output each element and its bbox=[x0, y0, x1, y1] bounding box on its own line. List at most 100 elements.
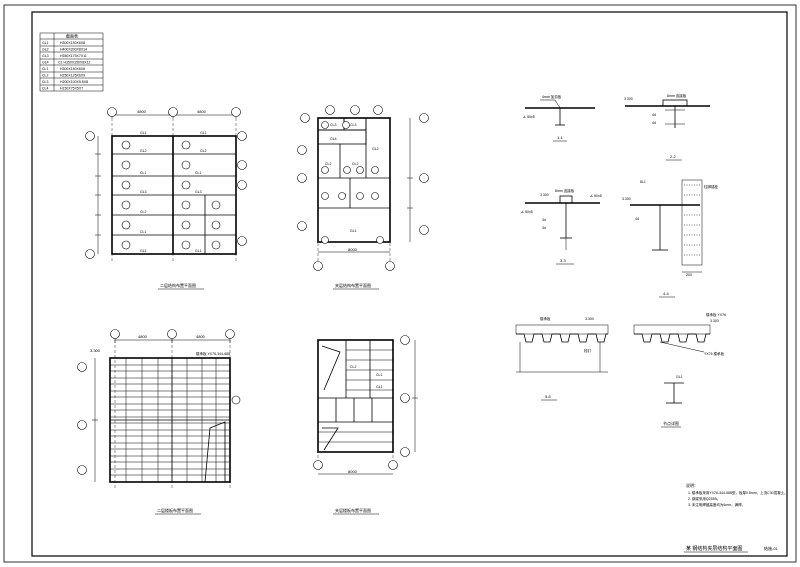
plan-second-floor-structure: 4800 4800 GL1 GL1 GL2 GL2 CL1 CL1 GL3 GL… bbox=[85, 107, 247, 290]
sheet-inner-frame bbox=[31, 11, 788, 557]
plan2-title: 夹层结构布置平面图 bbox=[335, 282, 371, 288]
svg-text:栓钉: 栓钉 bbox=[584, 348, 592, 353]
s22-title: 2-2 bbox=[670, 154, 677, 159]
svg-text:CL2: CL2 bbox=[350, 365, 356, 369]
table-code: GL3 bbox=[42, 54, 49, 58]
svg-text:GL3: GL3 bbox=[140, 190, 147, 194]
svg-text:GL1: GL1 bbox=[200, 131, 207, 135]
s55-title: 5-5 bbox=[545, 394, 552, 399]
plan1-dim-left: 4800 bbox=[137, 109, 147, 114]
svg-text:∠ 50x5: ∠ 50x5 bbox=[521, 210, 533, 214]
s55-label: 楼承板 bbox=[540, 316, 551, 321]
table-spec: H300X150X6X8 bbox=[60, 67, 85, 71]
svg-text:3.300: 3.300 bbox=[90, 348, 101, 353]
detail-section-3-3: 3.300 8mm 连接板 ∠ 50x5 ∠ 50x5 4d 4d 3-3 bbox=[521, 188, 602, 265]
svg-text:GL1: GL1 bbox=[676, 375, 683, 379]
table-code: CL4 bbox=[42, 87, 48, 91]
svg-text:4d: 4d bbox=[542, 226, 546, 230]
table-code: GL2 bbox=[42, 48, 49, 52]
table-code: CL1 bbox=[42, 67, 48, 71]
svg-text:4d: 4d bbox=[652, 121, 656, 125]
plan2-dim: 8000 bbox=[348, 247, 358, 252]
table-spec: H250X125X6X9 bbox=[60, 74, 85, 78]
svg-text:4d: 4d bbox=[652, 113, 656, 117]
sheet-border bbox=[3, 4, 797, 563]
svg-text:YX76 楼承板: YX76 楼承板 bbox=[704, 351, 725, 356]
sheet-number: 结施-01 bbox=[764, 545, 779, 551]
svg-text:GL1: GL1 bbox=[350, 229, 357, 233]
plan-mezzanine-deck: CL2 CL1 GL1 8000 夹层楼板布置平面图 bbox=[313, 335, 418, 515]
title-block: 某 钢结构夹层结构平面图 结施-01 bbox=[684, 545, 779, 553]
table-spec: H400X200X8X14 bbox=[60, 48, 87, 52]
section-table-header: 截面表 bbox=[66, 33, 78, 39]
section-table: 截面表 GL1 H300X150X6X8 GL2 H400X200X8X14 G… bbox=[39, 33, 104, 92]
svg-text:8L1: 8L1 bbox=[640, 180, 646, 184]
notes-heading: 说明： bbox=[686, 482, 698, 488]
svg-text:GL3: GL3 bbox=[195, 190, 202, 194]
plan-mezzanine-structure: CL3 CL3 GL4 CL2 CL2 GL2 CL1 GL1 8000 bbox=[297, 105, 429, 290]
svg-text:CL1: CL1 bbox=[140, 171, 146, 175]
s11-label: 4mm 加劲板 bbox=[542, 94, 562, 99]
svg-text:CL1: CL1 bbox=[195, 171, 201, 175]
drawing-title: 某 钢结构夹层结构平面图 bbox=[686, 545, 742, 552]
s33-label: 8mm 连接板 bbox=[555, 188, 575, 193]
s77-title: 节点详图 bbox=[663, 420, 679, 426]
s44-elev: 3.300 bbox=[622, 197, 631, 201]
svg-text:CL1: CL1 bbox=[140, 230, 146, 234]
plan1-title: 二层结构布置平面图 bbox=[160, 282, 196, 288]
detail-section-2-2: 3.300 8mm 连接板 4d 4d 2-2 bbox=[624, 93, 710, 161]
plan3-dim-right: 4800 bbox=[196, 334, 206, 339]
svg-text:GL1: GL1 bbox=[376, 385, 383, 389]
svg-text:∠ 50x5: ∠ 50x5 bbox=[590, 194, 602, 198]
svg-text:4d: 4d bbox=[542, 218, 546, 222]
table-spec: C1 H350X150X8X12 bbox=[58, 61, 91, 65]
s44-title: 4-4 bbox=[663, 291, 670, 296]
plan3-title: 二层楼板布置平面图 bbox=[157, 507, 193, 513]
svg-text:∠ 50x5: ∠ 50x5 bbox=[523, 115, 535, 119]
svg-text:GL1: GL1 bbox=[140, 131, 147, 135]
detail-section-1-1: 4mm 加劲板 ∠ 50x5 1-1 bbox=[523, 94, 595, 142]
table-spec: H150X75X5X7 bbox=[60, 87, 83, 91]
svg-text:CL3: CL3 bbox=[330, 123, 336, 127]
svg-text:4d: 4d bbox=[635, 217, 639, 221]
svg-text:GL2: GL2 bbox=[140, 149, 147, 153]
table-spec: H350X175X7X11 bbox=[60, 54, 87, 58]
notes-line: 2. 钢梁采用Q235B。 bbox=[688, 496, 720, 501]
plan4-dim: 8000 bbox=[348, 469, 358, 474]
general-notes: 说明： 1. 楼承板采用YX76-344-688型，板厚0.8mm，上浇C30混… bbox=[686, 482, 788, 507]
notes-line: 1. 楼承板采用YX76-344-688型，板厚0.8mm，上浇C30混凝土。 bbox=[688, 490, 788, 495]
plan1-dim-right: 4800 bbox=[197, 109, 207, 114]
svg-text:GL1: GL1 bbox=[140, 249, 147, 253]
svg-text:GL1: GL1 bbox=[195, 249, 202, 253]
s33-elev: 3.300 bbox=[540, 193, 549, 197]
table-spec: H300X150X6X8 bbox=[60, 41, 85, 45]
s11-title: 1-1 bbox=[557, 135, 564, 140]
svg-text:GL2: GL2 bbox=[372, 147, 379, 151]
notes-line: 3. 未注明焊缝高度均为6mm，满焊。 bbox=[688, 502, 745, 507]
plan3-note: 楼承板 YX76-344-688 bbox=[196, 351, 230, 356]
table-code: CL2 bbox=[42, 74, 48, 78]
table-spec: H200X100X5.5X8 bbox=[60, 80, 88, 84]
svg-text:CL3: CL3 bbox=[350, 123, 356, 127]
plan3-dim-left: 4800 bbox=[138, 334, 148, 339]
detail-node: GL1 节点详图 bbox=[661, 375, 684, 428]
s44-dim: 200 bbox=[686, 273, 692, 277]
svg-text:CL2: CL2 bbox=[325, 162, 331, 166]
svg-text:CL2: CL2 bbox=[352, 162, 358, 166]
detail-section-6-6: 3.300 楼承板 YX76 YX76 楼承板 bbox=[633, 312, 726, 356]
detail-section-5-5: 3.300 楼承板 栓钉 5-5 bbox=[515, 316, 609, 401]
detail-section-4-4: 3.300 柱脚锚栓 8L1 4d 200 4-4 bbox=[622, 179, 718, 298]
svg-text:CL1: CL1 bbox=[376, 373, 382, 377]
svg-text:CL2: CL2 bbox=[140, 210, 146, 214]
svg-text:GL4: GL4 bbox=[330, 137, 337, 141]
s22-label: 8mm 连接板 bbox=[667, 93, 687, 98]
plan4-title: 夹层楼板布置平面图 bbox=[335, 507, 371, 513]
s22-elev: 3.300 bbox=[624, 97, 633, 101]
table-code: GL4 bbox=[42, 61, 49, 65]
s66-elev: 3.300 bbox=[710, 319, 719, 323]
svg-text:GL2: GL2 bbox=[200, 149, 207, 153]
table-code: GL1 bbox=[42, 41, 49, 45]
s55-elev: 3.300 bbox=[585, 317, 594, 321]
table-code: CL3 bbox=[42, 80, 48, 84]
